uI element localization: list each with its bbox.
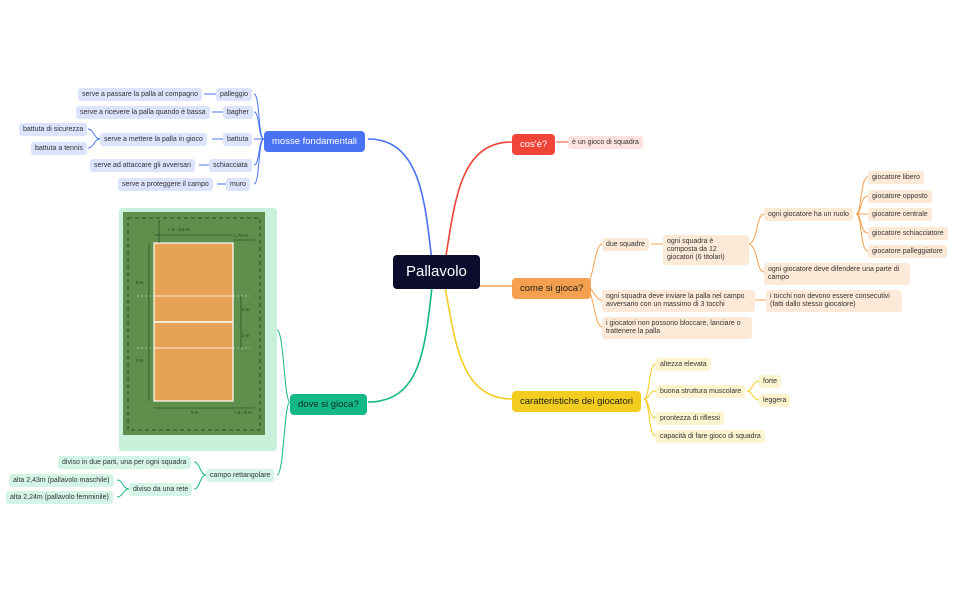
battuta-item[interactable]: battuta a tennis: [31, 142, 87, 156]
line-mosse: [367, 138, 433, 263]
come-difendere[interactable]: ogni giocatore deve difendere una parte …: [764, 263, 910, 285]
line-dove: [367, 286, 433, 403]
ruolo-item[interactable]: giocatore palleggiatore: [868, 245, 947, 259]
come-composta[interactable]: ogni squadra è composta da 12 giocatori …: [663, 235, 749, 266]
mossa-desc[interactable]: serve a proteggere il campo: [118, 178, 213, 192]
line-cose: [444, 141, 513, 263]
ruolo-item[interactable]: giocatore libero: [868, 171, 924, 185]
root-topic[interactable]: Pallavolo: [393, 255, 480, 289]
mossa-name[interactable]: palleggio: [216, 88, 253, 102]
ruolo-item[interactable]: giocatore centrale: [868, 208, 932, 222]
court-label-left-lower: 9 m: [136, 358, 144, 363]
court-label-right-lower: 3 m: [242, 333, 250, 338]
come-bloccare[interactable]: i giocatori non possono bloccare, lancia…: [602, 317, 752, 339]
branch-cose[interactable]: cos'è?: [512, 134, 556, 156]
mossa-name[interactable]: muro: [226, 178, 250, 192]
court-label-top-right: 1.75 m: [234, 233, 248, 238]
car-altezza[interactable]: altezza elevata: [656, 358, 711, 372]
car-struttura-item[interactable]: forte: [759, 375, 782, 389]
car-struttura-item[interactable]: leggera: [759, 394, 791, 408]
car-struttura[interactable]: buona struttura muscolare: [656, 385, 746, 399]
rete-item[interactable]: alta 2,43m (pallavolo maschile): [9, 474, 114, 488]
mossa-desc[interactable]: serve a mettere la palla in gioco: [100, 133, 207, 147]
mossa-desc[interactable]: serve a ricevere la palla quando è bassa: [76, 106, 210, 120]
dove-campo[interactable]: campo rettangolare: [206, 469, 275, 483]
come-tocchi[interactable]: i tocchi non devono essere consecutivi (…: [766, 290, 902, 312]
branch-mosse[interactable]: mosse fondamentali: [264, 131, 366, 153]
volleyball-court-diagram: > 3 - 6.5 m 1.75 m 9 m 9 m 3 m 3 m 9 m >…: [127, 217, 261, 431]
court-label-top: > 3 - 6.5 m: [168, 227, 190, 232]
court-label-bottom: 9 m: [191, 410, 199, 415]
come-inviare[interactable]: ogni squadra deve inviare la palla nel c…: [602, 290, 755, 312]
mossa-desc[interactable]: serve a passare la palla al compagno: [78, 88, 202, 102]
line-caratteristiche: [444, 286, 513, 400]
branch-dove[interactable]: dove si gioca?: [290, 394, 367, 416]
battuta-item[interactable]: battuta di sicurezza: [19, 123, 88, 137]
court-label-left-upper: 9 m: [136, 280, 144, 285]
mossa-name[interactable]: schiacciata: [209, 159, 252, 173]
come-ruolo[interactable]: ogni giocatore ha un ruolo: [764, 208, 853, 222]
rete-item[interactable]: alta 2,24m (pallavolo femminile): [6, 491, 113, 505]
car-capacita[interactable]: capacità di fare gioco di squadra: [656, 430, 765, 444]
court-label-bottom-right: > 3 - 5 m: [234, 410, 252, 415]
dove-rete[interactable]: diviso da una rete: [129, 483, 193, 497]
mossa-name[interactable]: bagher: [223, 106, 253, 120]
come-due-squadre[interactable]: due squadre: [602, 238, 649, 252]
ruolo-item[interactable]: giocatore schiacciatore: [868, 227, 948, 241]
cose-item[interactable]: è un gioco di squadra: [568, 136, 643, 150]
branch-caratteristiche[interactable]: caratteristiche dei giocatori: [512, 391, 641, 413]
mossa-name[interactable]: battuta: [223, 133, 253, 147]
ruolo-item[interactable]: giocatore opposto: [868, 190, 932, 204]
dove-diviso-due[interactable]: diviso in due parti, una per ogni squadr…: [58, 456, 191, 470]
mossa-desc[interactable]: serve ad attaccare gli avversari: [90, 159, 195, 173]
court-label-right-upper: 3 m: [242, 307, 250, 312]
branch-come[interactable]: come si gioca?: [512, 278, 592, 300]
car-prontezza[interactable]: prontezza di riflessi: [656, 412, 724, 426]
